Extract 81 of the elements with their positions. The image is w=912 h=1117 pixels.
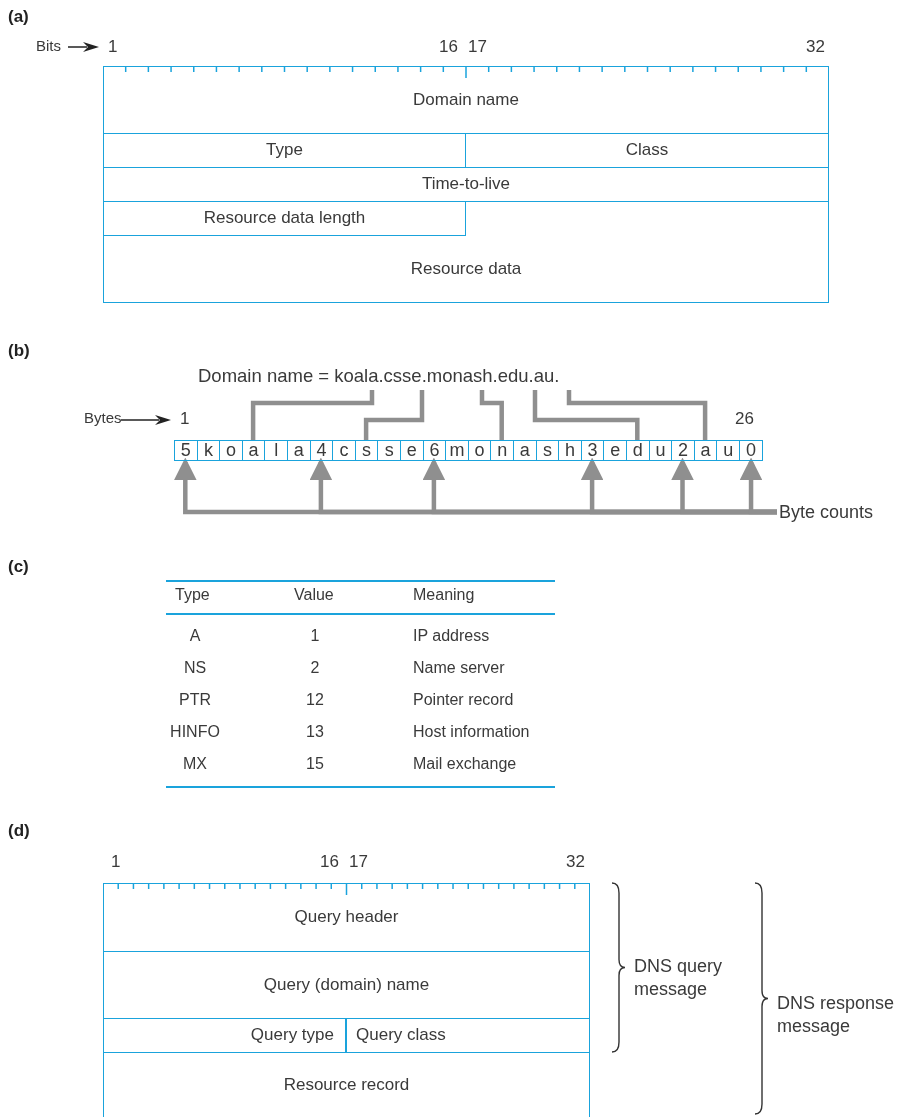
bit-number: 17 bbox=[468, 36, 487, 58]
brace-label: DNS query message bbox=[634, 955, 724, 1002]
byte-cell: m bbox=[445, 440, 468, 461]
table-header-text: Meaning bbox=[413, 585, 475, 605]
bit-number: 32 bbox=[566, 851, 585, 873]
bracket-line bbox=[566, 390, 708, 440]
byte-cell: e bbox=[400, 440, 423, 461]
byte-cell: a bbox=[513, 440, 536, 461]
panel-label: (b) bbox=[8, 340, 30, 362]
bit-number: 16 bbox=[439, 36, 458, 58]
bit-number: 1 bbox=[111, 851, 121, 873]
bracket-line bbox=[363, 390, 425, 440]
panel-label: (d) bbox=[8, 820, 30, 842]
byte-cell: 6 bbox=[422, 440, 446, 461]
table-header-text: Value bbox=[294, 585, 334, 605]
byte-cell: k bbox=[196, 440, 220, 461]
byte-cell: l bbox=[264, 440, 287, 461]
byte-cell: a bbox=[241, 440, 265, 461]
byte-cell: s bbox=[535, 440, 559, 461]
field-box: Time-to-live bbox=[103, 168, 829, 202]
table-text: Mail exchange bbox=[413, 754, 518, 774]
table-text: PTR bbox=[178, 690, 212, 710]
domain-name-text: Domain name = koala.csse.monash.edu.au. bbox=[198, 362, 602, 390]
table-text: 1 bbox=[309, 626, 321, 646]
byte-cell: o bbox=[219, 440, 242, 461]
field-box: Type bbox=[103, 133, 466, 168]
table-text: 15 bbox=[305, 754, 325, 774]
table-text: HINFO bbox=[169, 722, 221, 742]
bracket-line bbox=[479, 390, 504, 440]
panel-label: (a) bbox=[8, 6, 29, 28]
byte-cell: s bbox=[354, 440, 378, 461]
axis-label: Bytes bbox=[84, 408, 122, 428]
field-box: Query (domain) name bbox=[103, 951, 590, 1018]
byte-cell: e bbox=[603, 440, 626, 461]
arrow bbox=[739, 457, 777, 515]
byte-cell: n bbox=[490, 440, 513, 461]
bit-number: 1 bbox=[108, 36, 118, 58]
table-header-text: Type bbox=[175, 585, 210, 605]
table-text: Name server bbox=[413, 658, 506, 678]
byte-number: 1 bbox=[180, 408, 190, 430]
bit-number: 32 bbox=[806, 36, 825, 58]
bracket-line bbox=[532, 390, 640, 440]
field-box: Resource data length bbox=[103, 202, 466, 236]
table-text: A bbox=[188, 626, 202, 646]
table-text: Pointer record bbox=[413, 690, 515, 710]
byte-cell: u bbox=[716, 440, 739, 461]
byte-cell: a bbox=[693, 440, 717, 461]
bit-number: 17 bbox=[349, 851, 368, 873]
byte-cell: 2 bbox=[671, 440, 694, 461]
table-text: MX bbox=[182, 754, 208, 774]
byte-cell: h bbox=[558, 440, 581, 461]
byte-cell: c bbox=[332, 440, 355, 461]
table-text: Host information bbox=[413, 722, 531, 742]
field-box: Resource record bbox=[103, 1052, 590, 1117]
bracket-line bbox=[250, 390, 375, 440]
field-box: Domain name bbox=[103, 66, 829, 133]
panel-label: (c) bbox=[8, 556, 29, 578]
field-box: Resource data bbox=[103, 236, 829, 303]
byte-counts-text: Byte counts bbox=[779, 500, 889, 526]
field-box: Query header bbox=[103, 883, 590, 951]
table-text: IP address bbox=[413, 626, 491, 646]
byte-cell: 5 bbox=[174, 440, 197, 461]
axis-label: Bits bbox=[36, 36, 61, 56]
field-box: Class bbox=[466, 133, 829, 168]
table-text: 13 bbox=[305, 722, 325, 742]
byte-number: 26 bbox=[735, 408, 754, 430]
byte-cell: o bbox=[467, 440, 491, 461]
byte-cell: 0 bbox=[739, 440, 764, 461]
byte-cell: a bbox=[287, 440, 310, 461]
field-box: Query class bbox=[346, 1018, 590, 1052]
table-text: 2 bbox=[309, 658, 321, 678]
field-box: Query type bbox=[103, 1018, 346, 1052]
brace-label: DNS response message bbox=[777, 992, 896, 1039]
byte-cell: 4 bbox=[309, 440, 333, 461]
bit-number: 16 bbox=[320, 851, 339, 873]
table-text: 12 bbox=[305, 690, 325, 710]
byte-cell: u bbox=[648, 440, 672, 461]
table-text: NS bbox=[182, 658, 208, 678]
byte-cell: 3 bbox=[580, 440, 604, 461]
byte-cell: s bbox=[377, 440, 400, 461]
byte-cell: d bbox=[626, 440, 649, 461]
